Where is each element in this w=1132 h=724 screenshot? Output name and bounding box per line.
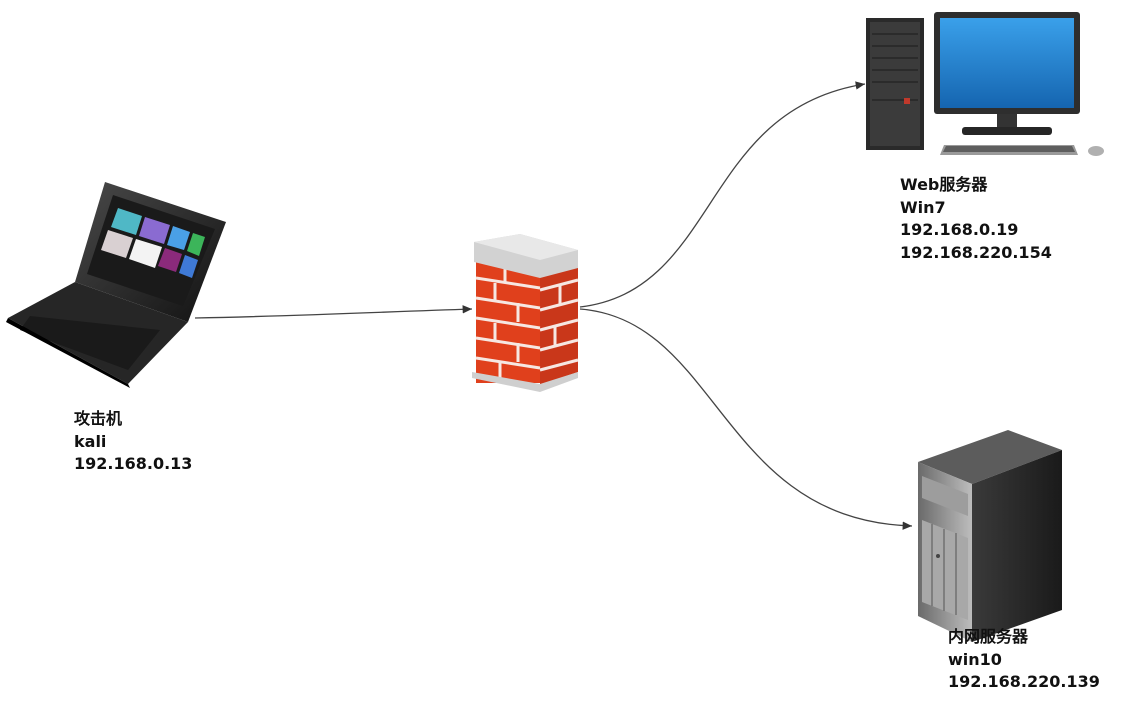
attacker-ip: 192.168.0.13 [74, 454, 193, 473]
attacker-label: 攻击机 kali 192.168.0.13 [74, 408, 192, 476]
attacker-os: kali [74, 431, 107, 451]
desktop-computer-icon [866, 12, 1104, 156]
laptop-icon [6, 182, 226, 388]
edges [194, 81, 913, 530]
edge-firewall-internal-server [579, 308, 913, 530]
firewall-icon [472, 234, 579, 392]
internal-server-ip: 192.168.220.139 [948, 672, 1100, 691]
attacker-name: 攻击机 [74, 409, 123, 428]
tower-server-icon [918, 430, 1062, 642]
internal-server-label: 内网服务器 win10 192.168.220.139 [948, 626, 1100, 694]
web-server-ip-1: 192.168.0.19 [900, 220, 1019, 239]
web-server-name: Web服务器 [900, 175, 988, 194]
internal-server-name: 内网服务器 [948, 627, 1029, 646]
edge-attacker-firewall [194, 305, 473, 319]
web-server-os: Win7 [900, 197, 946, 217]
web-server-label: Web服务器 Win7 192.168.0.19 192.168.220.154 [900, 174, 1052, 264]
internal-server-os: win10 [948, 649, 1002, 669]
web-server-ip-2: 192.168.220.154 [900, 242, 1052, 262]
edge-firewall-web-server [579, 81, 866, 308]
